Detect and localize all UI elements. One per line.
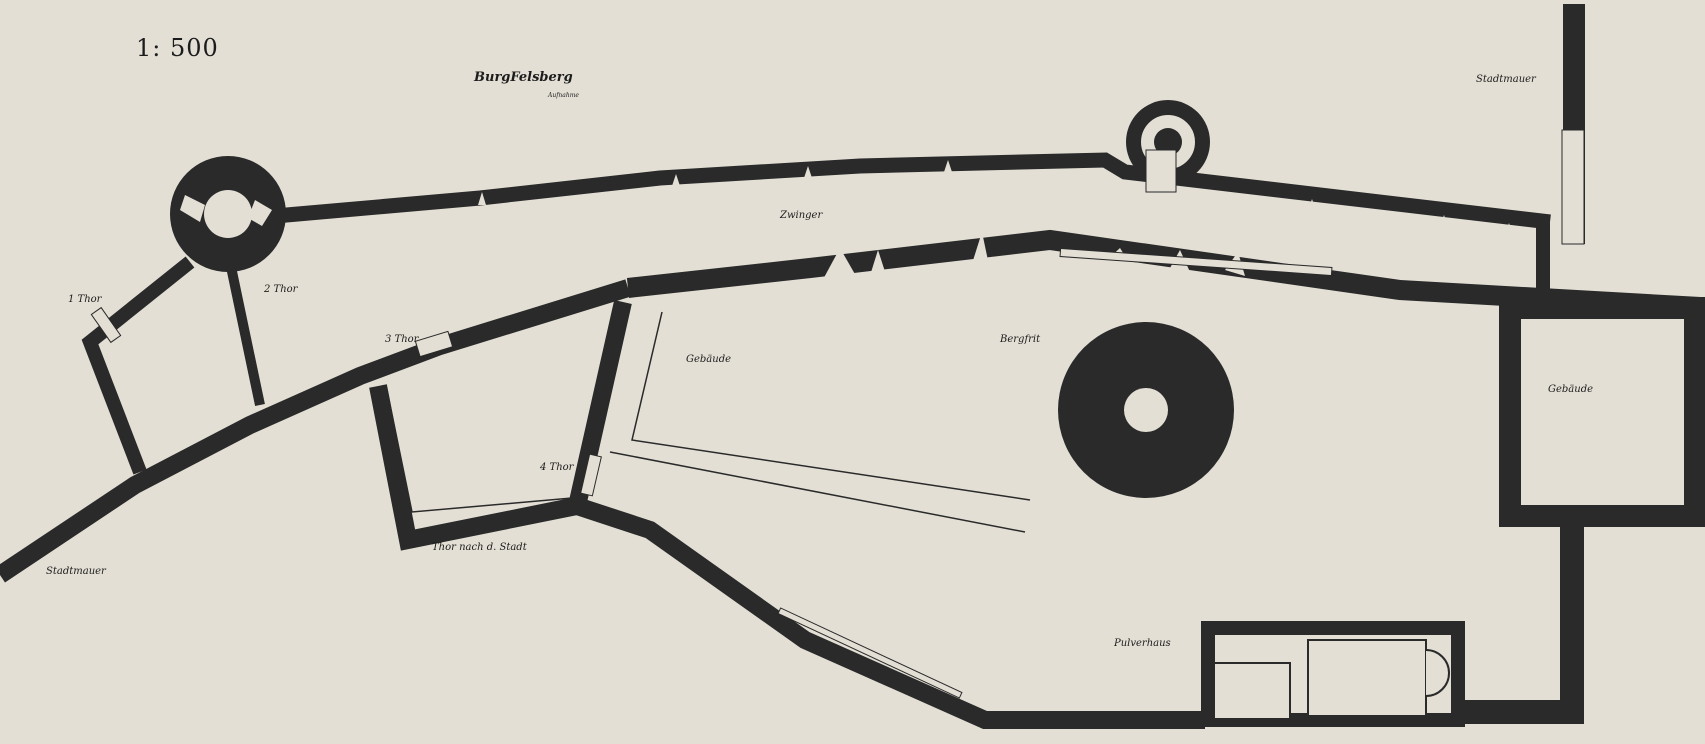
west-bastion bbox=[81, 256, 195, 475]
east-lower-wall bbox=[1455, 516, 1584, 724]
label-stadtmauer-left: Stadtmauer bbox=[46, 566, 106, 577]
courtyard-line-2 bbox=[609, 451, 1026, 533]
north-round-tower bbox=[1126, 100, 1210, 193]
west-gate-wall bbox=[0, 279, 631, 583]
tower-gap bbox=[1561, 129, 1585, 245]
label-zwinger: Zwinger bbox=[780, 210, 823, 221]
gate-opening-3 bbox=[580, 453, 602, 497]
scale-label: 1: 500 bbox=[136, 34, 219, 62]
label-stadtmauer-right: Stadtmauer bbox=[1476, 74, 1536, 85]
gate-court bbox=[369, 300, 632, 551]
pulverhaus-rooms bbox=[1213, 639, 1450, 720]
north-curtain-wall bbox=[274, 152, 1551, 230]
courtyard-line-1 bbox=[631, 311, 1031, 501]
label-thor-2: 2 Thor bbox=[264, 284, 298, 295]
label-gebaeude-right: Gebäude bbox=[1548, 384, 1594, 395]
north-tower-passage bbox=[1145, 149, 1177, 193]
label-thor-4: 4 Thor bbox=[540, 462, 574, 473]
gate-opening-1 bbox=[90, 306, 122, 344]
plan-title: BurgFelsberg bbox=[474, 70, 573, 85]
bergfrit-keep bbox=[1058, 322, 1234, 498]
south-wall bbox=[574, 497, 1205, 729]
label-thor-1: 1 Thor bbox=[68, 294, 102, 305]
wall-loopholes bbox=[478, 160, 1513, 235]
gate-opening-2 bbox=[414, 330, 454, 358]
plan-title-note: Aufnahme bbox=[548, 92, 579, 99]
gate-opening-4 bbox=[777, 607, 963, 699]
gebaeude-annex bbox=[1499, 297, 1705, 527]
label-thor-3: 3 Thor bbox=[385, 334, 419, 345]
label-gebaeude-left: Gebäude bbox=[686, 354, 732, 365]
inner-curtain-wall bbox=[626, 229, 1701, 317]
west-bastion-gate bbox=[225, 260, 265, 407]
gate-court-inner bbox=[386, 389, 573, 513]
label-bergfrit: Bergfrit bbox=[1000, 334, 1041, 345]
west-round-tower bbox=[170, 156, 286, 272]
inner-wall-strip bbox=[1059, 247, 1333, 277]
pulverhaus-building bbox=[1201, 621, 1465, 727]
label-thor-stadt: Thor nach d. Stadt bbox=[432, 542, 527, 553]
label-pulverhaus: Pulverhaus bbox=[1114, 638, 1171, 649]
